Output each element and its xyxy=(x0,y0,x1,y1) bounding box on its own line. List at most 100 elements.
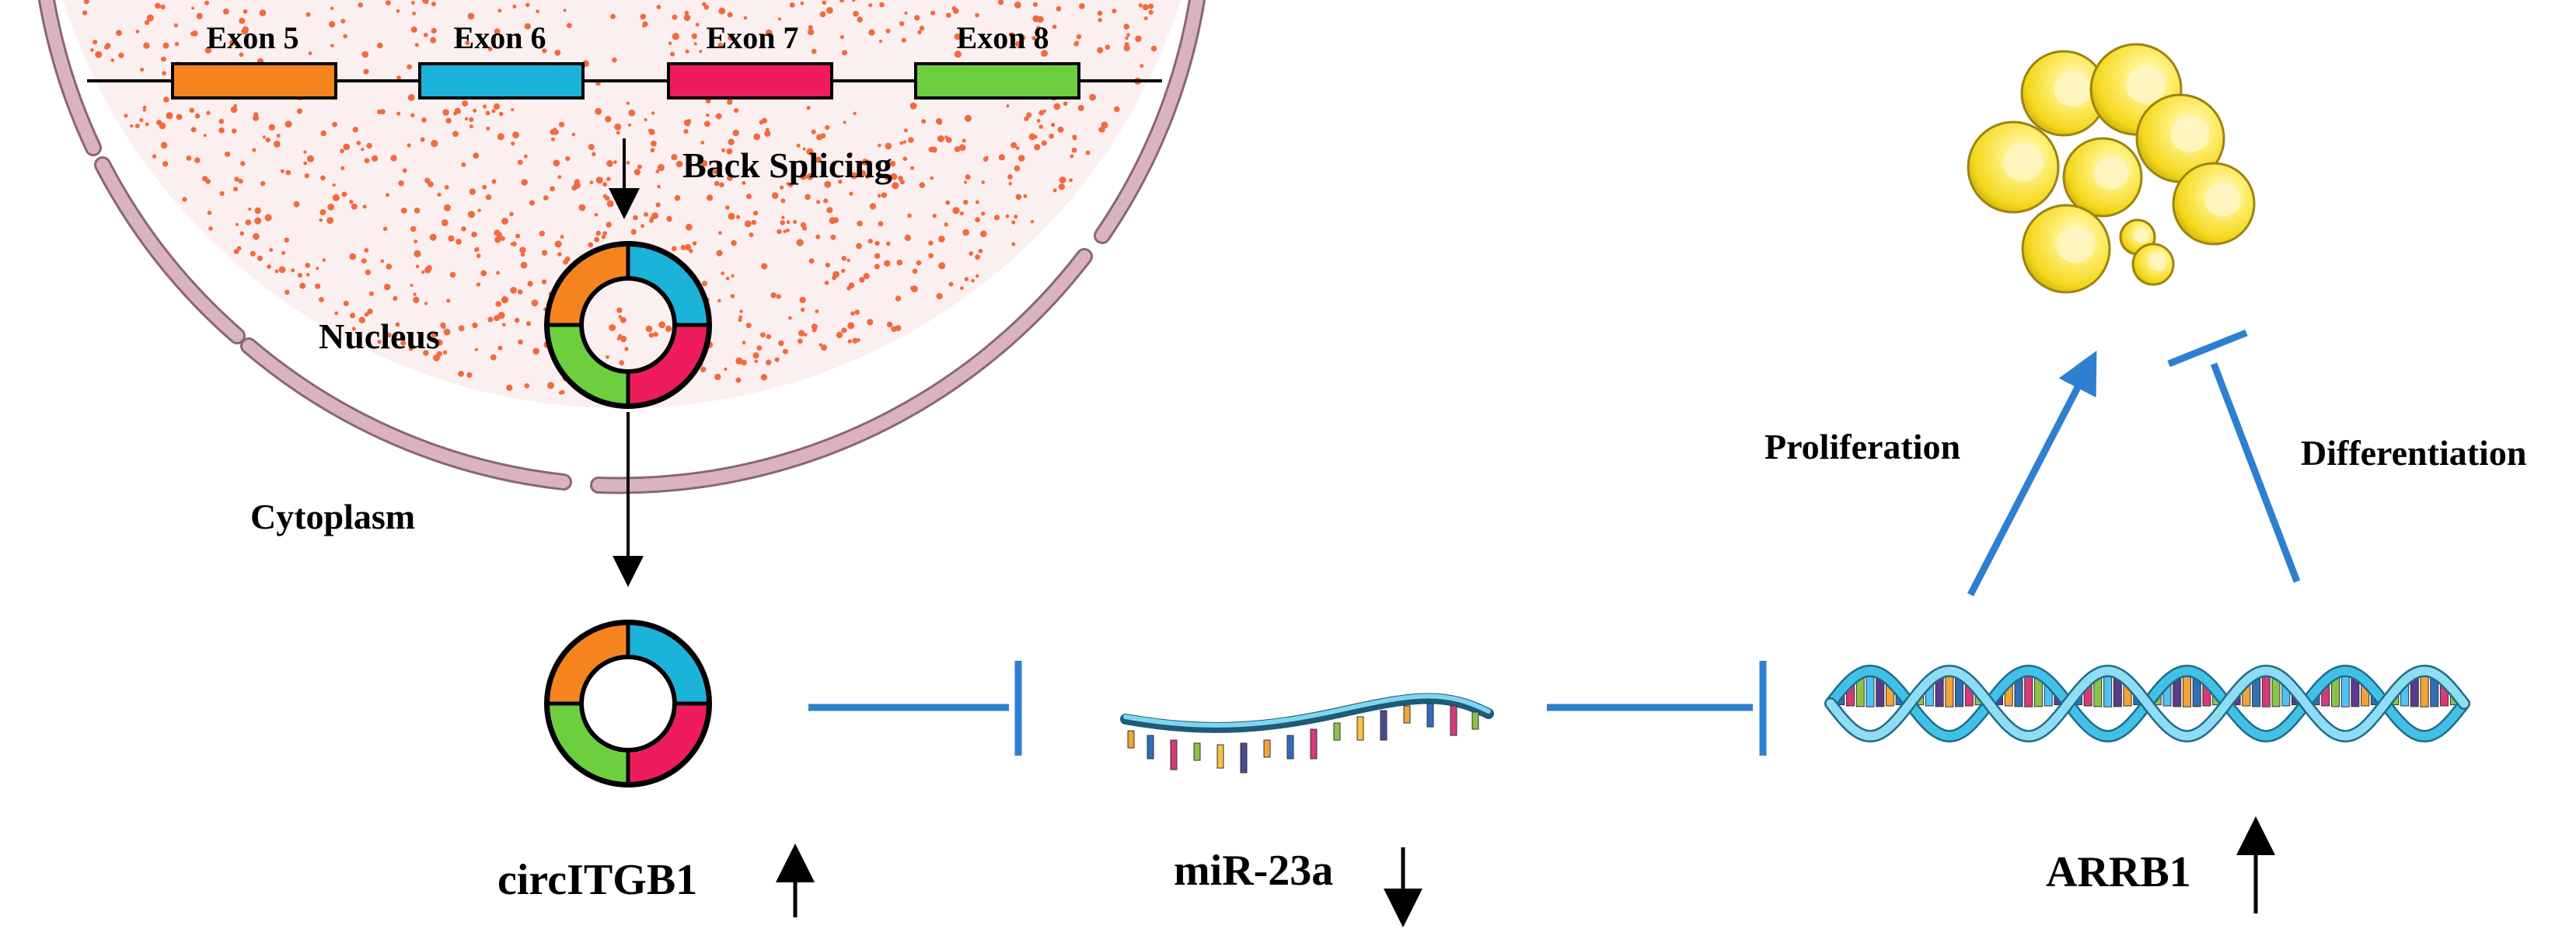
chromatin-dot xyxy=(997,0,1004,5)
chromatin-dot xyxy=(885,142,892,150)
chromatin-dot xyxy=(160,4,166,10)
chromatin-dot xyxy=(605,195,610,201)
chromatin-dot xyxy=(780,198,786,204)
chromatin-dot xyxy=(449,271,456,278)
adipocyte-nucleus-highlight xyxy=(2002,143,2044,182)
chromatin-dot xyxy=(134,124,140,128)
chromatin-dot xyxy=(944,135,948,139)
chromatin-dot xyxy=(1075,40,1079,44)
chromatin-dot xyxy=(361,148,365,152)
chromatin-dot xyxy=(978,249,983,253)
chromatin-dot xyxy=(245,219,252,225)
chromatin-dot xyxy=(783,229,787,233)
chromatin-dot xyxy=(824,280,829,285)
chromatin-dot xyxy=(1036,119,1041,123)
chromatin-dot xyxy=(770,292,777,299)
chromatin-dot xyxy=(806,148,814,155)
chromatin-dot xyxy=(376,44,381,48)
chromatin-dot xyxy=(668,41,672,45)
chromatin-dot xyxy=(601,235,606,239)
chromatin-dot xyxy=(316,267,319,271)
differentiation-inhibition xyxy=(2167,329,2301,583)
chromatin-dot xyxy=(350,313,356,319)
chromatin-dot xyxy=(140,68,145,72)
chromatin-dot xyxy=(628,109,636,117)
chromatin-dot xyxy=(804,333,808,337)
chromatin-dot xyxy=(565,155,571,162)
chromatin-dot xyxy=(689,249,693,253)
chromatin-dot xyxy=(930,176,934,180)
chromatin-dot xyxy=(979,230,987,238)
chromatin-dot xyxy=(761,117,768,124)
chromatin-dot xyxy=(776,294,781,299)
chromatin-dot xyxy=(786,220,791,225)
chromatin-dot xyxy=(1123,44,1130,51)
chromatin-dot xyxy=(960,286,964,291)
chromatin-dot xyxy=(1097,10,1103,16)
chromatin-dot xyxy=(1052,188,1057,193)
chromatin-dot xyxy=(653,331,658,337)
arrb1-label: ARRB1 xyxy=(2046,848,2191,896)
inhibition-line xyxy=(2210,362,2301,583)
chromatin-dot xyxy=(363,68,369,75)
chromatin-dot xyxy=(958,144,966,152)
chromatin-dot xyxy=(529,200,535,206)
mirna-base xyxy=(1240,742,1248,774)
chromatin-dot xyxy=(651,212,658,219)
chromatin-dot xyxy=(1069,178,1073,183)
chromatin-dot xyxy=(130,124,134,128)
chromatin-dot xyxy=(343,33,348,39)
chromatin-dot xyxy=(358,2,364,8)
chromatin-dot xyxy=(524,23,531,30)
chromatin-dot xyxy=(626,161,630,165)
chromatin-dot xyxy=(1053,103,1061,110)
chromatin-dot xyxy=(494,28,501,35)
chromatin-dot xyxy=(851,0,856,2)
chromatin-dot xyxy=(718,7,726,15)
chromatin-dot xyxy=(234,176,239,182)
chromatin-dot xyxy=(606,222,612,228)
chromatin-dot xyxy=(904,234,912,242)
chromatin-dot xyxy=(899,21,905,26)
chromatin-dot xyxy=(364,158,370,164)
chromatin-dot xyxy=(820,133,826,139)
chromatin-dot xyxy=(248,208,252,211)
chromatin-dot xyxy=(208,226,213,231)
chromatin-dot xyxy=(426,265,432,271)
chromatin-dot xyxy=(1079,3,1085,9)
chromatin-dot xyxy=(239,17,246,24)
chromatin-dot xyxy=(396,75,401,80)
chromatin-dot xyxy=(327,203,335,211)
chromatin-dot xyxy=(703,120,710,127)
chromatin-dot xyxy=(620,316,627,323)
chromatin-dot xyxy=(442,350,448,354)
chromatin-dot xyxy=(280,169,284,173)
chromatin-dot xyxy=(349,253,357,260)
chromatin-dot xyxy=(473,152,480,159)
chromatin-dot xyxy=(402,168,407,173)
chromatin-dot xyxy=(445,117,452,124)
chromatin-dot xyxy=(614,123,622,131)
chromatin-dot xyxy=(910,285,914,290)
mirna-bases xyxy=(1127,703,1479,774)
chromatin-dot xyxy=(461,162,466,167)
chromatin-dot xyxy=(655,202,661,208)
chromatin-dot xyxy=(752,352,759,359)
chromatin-dot xyxy=(305,12,311,17)
chromatin-dot xyxy=(578,204,586,211)
chromatin-dot xyxy=(613,160,617,164)
adipocyte-nucleus-highlight xyxy=(2056,225,2096,263)
chromatin-dot xyxy=(867,319,874,326)
adipocyte-nucleus-highlight xyxy=(2125,65,2166,104)
helix-strand-b xyxy=(1826,666,2469,741)
chromatin-dot xyxy=(541,279,547,285)
chromatin-dot xyxy=(444,185,449,190)
adipocyte-nucleus-highlight xyxy=(2148,253,2167,271)
chromatin-dot xyxy=(727,175,733,181)
chromatin-dot xyxy=(398,180,404,187)
chromatin-dot xyxy=(602,231,607,236)
chromatin-dot xyxy=(514,317,520,323)
mirna-base xyxy=(1450,705,1457,736)
chromatin-dot xyxy=(671,246,677,252)
chromatin-dot xyxy=(884,260,891,267)
